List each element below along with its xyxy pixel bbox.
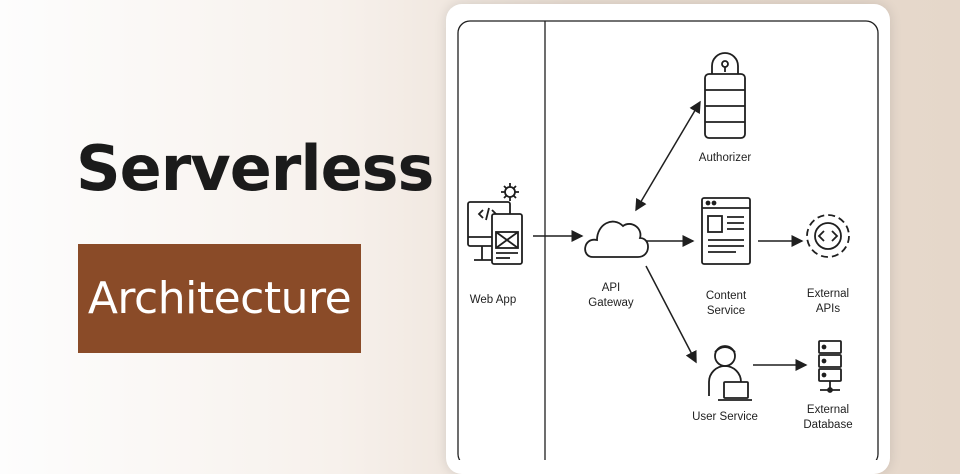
label-content-service: Content Service bbox=[694, 289, 758, 319]
user-laptop-icon bbox=[708, 345, 752, 401]
label-api-gateway-line2: Gateway bbox=[588, 296, 634, 309]
label-external-database-line1: External bbox=[806, 404, 850, 416]
label-web-app: Web App bbox=[469, 294, 517, 306]
label-content-service-line1: Content bbox=[705, 290, 747, 302]
subtitle-box: Architecture bbox=[78, 244, 361, 353]
cloud-icon bbox=[584, 220, 649, 258]
server-rack-icon bbox=[818, 340, 842, 393]
label-external-apis: External APIs bbox=[798, 287, 858, 317]
web-app-icon bbox=[467, 183, 523, 265]
arrow-gateway-authorizer bbox=[635, 100, 701, 212]
label-user-service: User Service bbox=[692, 411, 758, 423]
diagram-inner-border bbox=[457, 20, 879, 460]
diagram-card: Web App API Gateway Authorizer Content S… bbox=[446, 4, 890, 474]
arrow-gateway-to-user-service bbox=[645, 265, 697, 364]
label-api-gateway: API Gateway bbox=[578, 281, 644, 311]
label-external-apis-line1: External bbox=[806, 288, 850, 300]
headline-serverless: Serverless bbox=[76, 132, 434, 205]
label-api-gateway-line1: API bbox=[601, 282, 621, 294]
padlock-icon bbox=[704, 52, 746, 139]
label-authorizer: Authorizer bbox=[698, 152, 752, 164]
gear-code-icon bbox=[806, 214, 850, 258]
label-external-apis-line2: APIs bbox=[815, 302, 841, 315]
document-icon bbox=[701, 197, 751, 265]
label-external-database: External Database bbox=[796, 403, 860, 433]
diagram-canvas bbox=[457, 20, 879, 460]
label-content-service-line2: Service bbox=[706, 304, 746, 317]
subtitle-architecture: Architecture bbox=[87, 273, 352, 324]
label-external-database-line2: Database bbox=[803, 418, 853, 431]
